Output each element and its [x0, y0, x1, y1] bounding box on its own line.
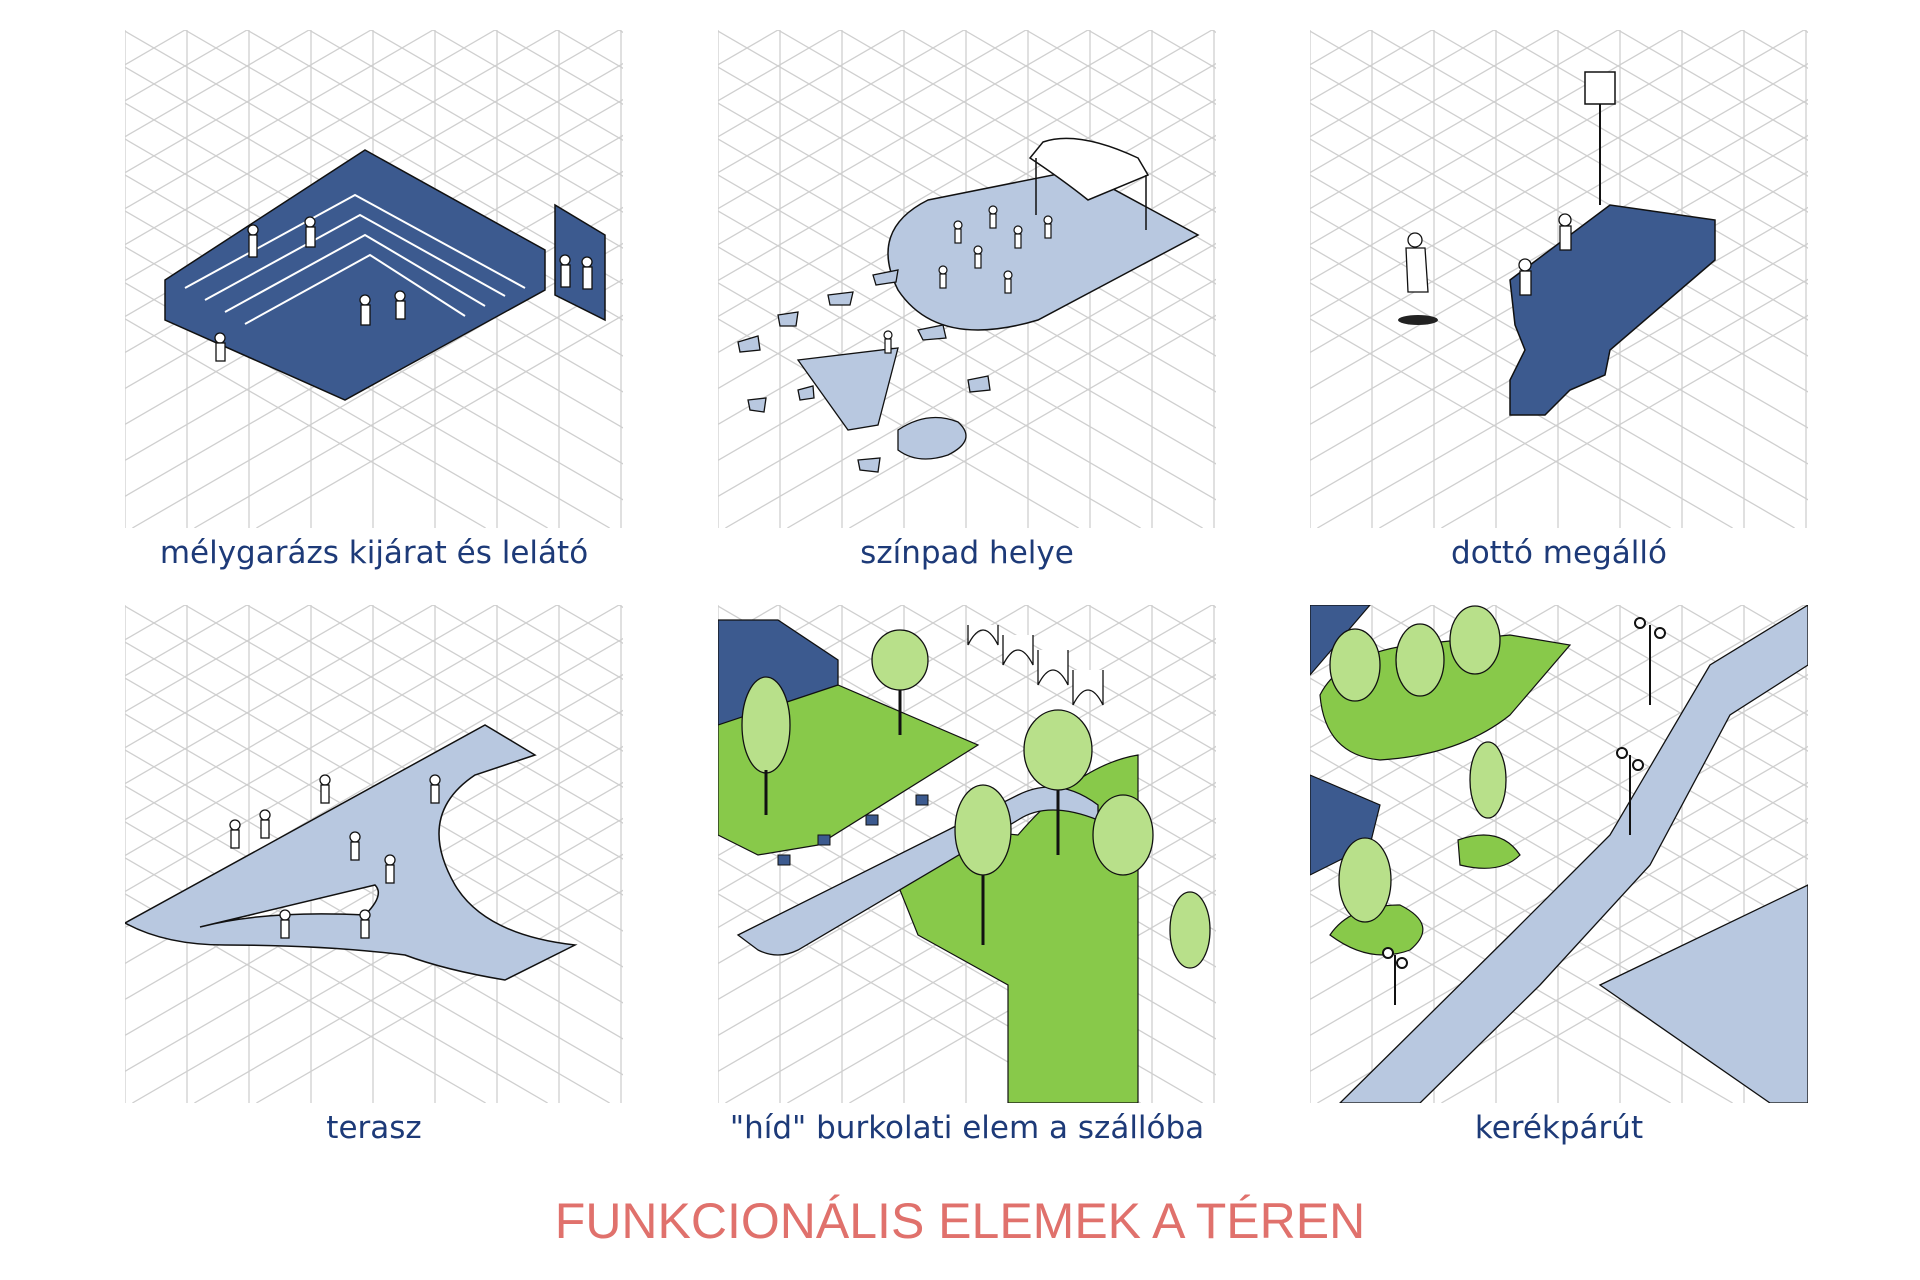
plaza-triangle [1598, 884, 1808, 1103]
terrace-path [125, 724, 578, 981]
panel-dotto-stop [1310, 30, 1808, 528]
grid-stage [718, 30, 1216, 528]
stage-canopy [1028, 137, 1150, 201]
audience-people [883, 205, 1053, 354]
caption-4: terasz [326, 1110, 422, 1146]
skateboard [1398, 315, 1438, 325]
caption-3: dottó megálló [1451, 535, 1667, 571]
grandstand-block [164, 149, 546, 401]
stone-bike-path [1339, 605, 1808, 1103]
grid-dotto [1310, 30, 1808, 528]
sign-board [1584, 71, 1616, 105]
grid-bridge [718, 605, 1216, 1103]
panel-stage [718, 30, 1216, 528]
grid-bike [1310, 605, 1808, 1103]
panel-bridge-paving [718, 605, 1216, 1103]
grid-terrace [125, 605, 623, 1103]
benches [777, 794, 929, 866]
stage-plaza [887, 169, 1200, 331]
paving-stones [737, 269, 991, 473]
trees [1329, 605, 1507, 923]
caption-1: mélygarázs kijárat és lelátó [159, 535, 589, 571]
panel-bike-path [1310, 605, 1808, 1103]
waiting-people [1405, 213, 1572, 296]
trees [741, 629, 1211, 969]
page-title: FUNKCIONÁLIS ELEMEK A TÉREN [554, 1193, 1366, 1249]
caption-6: kerékpárút [1474, 1110, 1644, 1146]
grid-garage [125, 30, 623, 528]
arcade [967, 625, 1104, 706]
panel-terrace [125, 605, 623, 1103]
caption-5: "híd" burkolati elem a szállóba [729, 1110, 1205, 1146]
caption-2: színpad helye [860, 535, 1074, 571]
panel-garage-exit [125, 30, 623, 528]
lamp-posts [1382, 617, 1666, 1005]
people-group [214, 216, 593, 362]
bench-block [1509, 204, 1716, 416]
cafe-tables [229, 774, 441, 939]
